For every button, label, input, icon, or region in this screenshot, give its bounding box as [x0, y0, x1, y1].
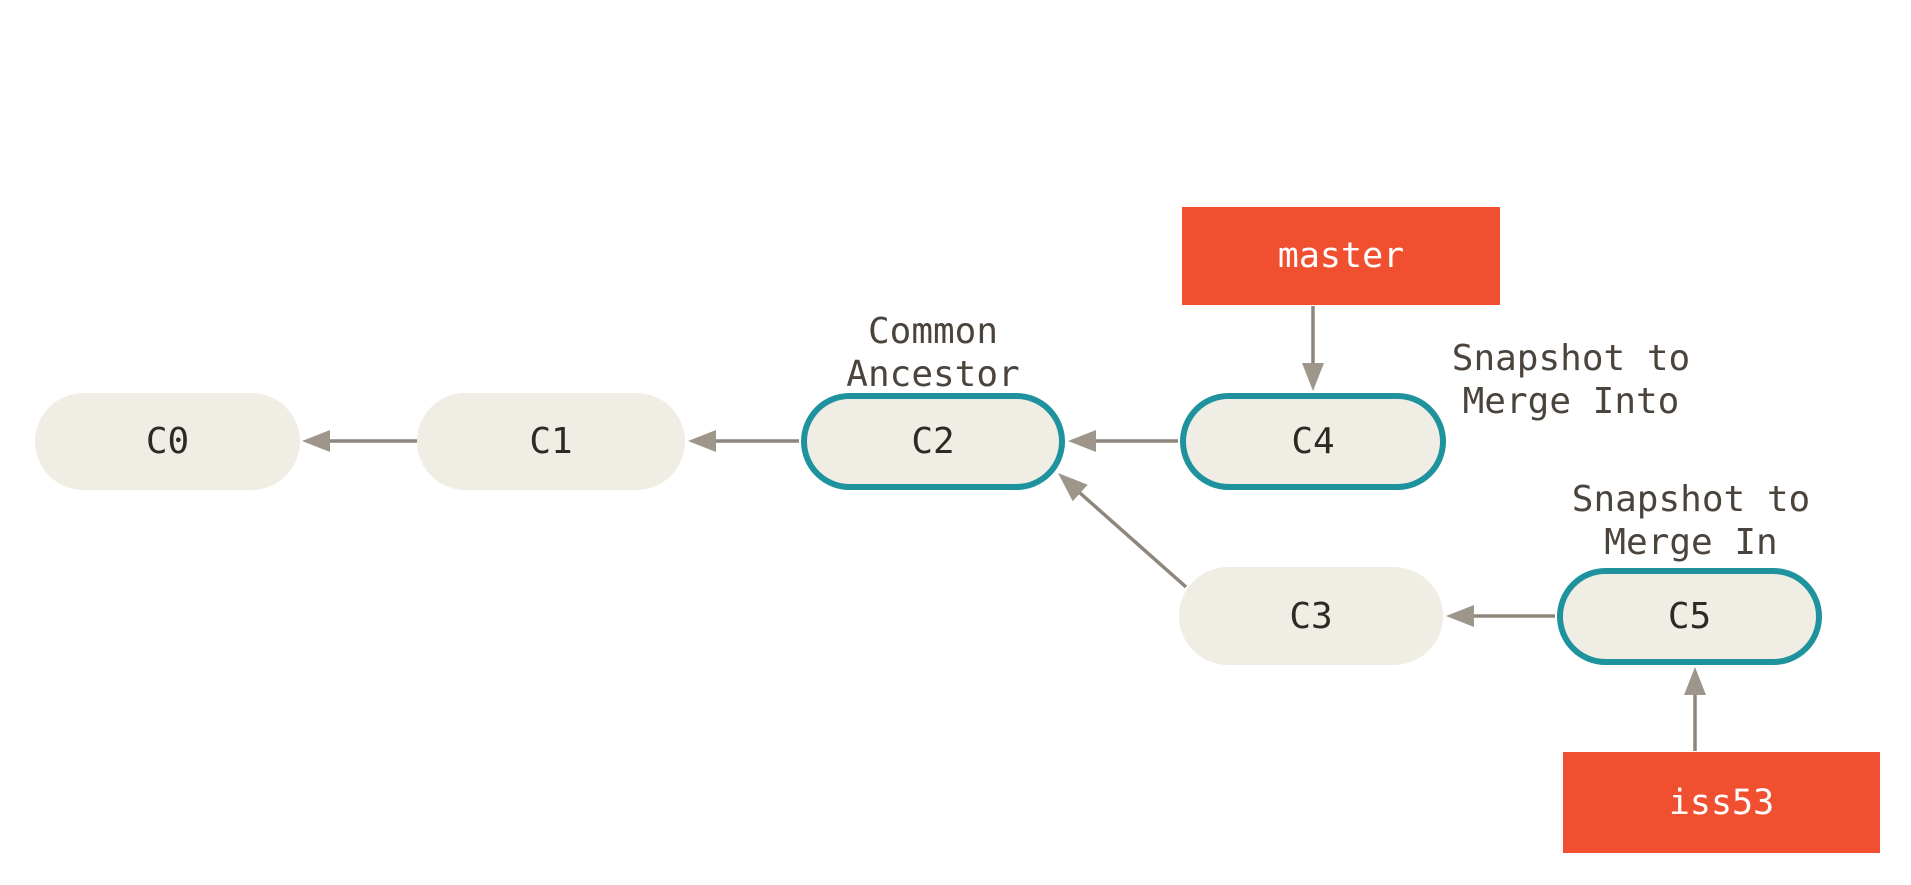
commit-label-c4: C4 — [1291, 421, 1335, 462]
annotation-snapshot-to-merge-into: Snapshot to Merge Into — [1452, 337, 1690, 423]
arrow-c1-to-c0 — [302, 430, 419, 452]
commit-node-c4: C4 — [1180, 393, 1446, 490]
annotation-snapshot-to-merge-in: Snapshot to Merge In — [1572, 478, 1810, 564]
arrow-master-to-c4 — [1302, 306, 1324, 391]
commit-label-c5: C5 — [1667, 596, 1712, 637]
commit-node-c0: C0 — [35, 393, 300, 490]
commit-label-c0: C0 — [145, 421, 190, 462]
annotation-common-ancestor: Common Ancestor — [846, 310, 1019, 396]
annotation-line: Snapshot to — [1451, 338, 1691, 379]
branch-label-iss53: iss53 — [1668, 782, 1775, 823]
annotation-line: Merge In — [1604, 522, 1778, 563]
annotation-line: Snapshot to — [1571, 479, 1811, 520]
commit-node-c1: C1 — [417, 393, 685, 490]
branch-box-master: master — [1182, 207, 1500, 305]
arrow-c4-to-c2 — [1068, 430, 1178, 452]
arrow-c3-to-c2 — [1058, 473, 1188, 589]
arrow-c5-to-c3 — [1446, 605, 1555, 627]
commit-node-c5: C5 — [1557, 568, 1822, 665]
commit-label-c3: C3 — [1289, 595, 1333, 637]
annotation-line: Common — [867, 311, 999, 352]
commit-label-c2: C2 — [911, 421, 955, 462]
commit-node-c2: C2 — [801, 393, 1065, 490]
annotation-line: Ancestor — [846, 354, 1020, 395]
arrow-iss53-to-c5 — [1684, 667, 1706, 751]
annotation-line: Merge Into — [1462, 381, 1680, 422]
branch-label-master: master — [1277, 236, 1405, 276]
branch-box-iss53: iss53 — [1563, 752, 1880, 853]
commit-label-c1: C1 — [529, 421, 573, 462]
arrow-c2-to-c1 — [688, 430, 799, 452]
commit-node-c3: C3 — [1179, 567, 1443, 665]
